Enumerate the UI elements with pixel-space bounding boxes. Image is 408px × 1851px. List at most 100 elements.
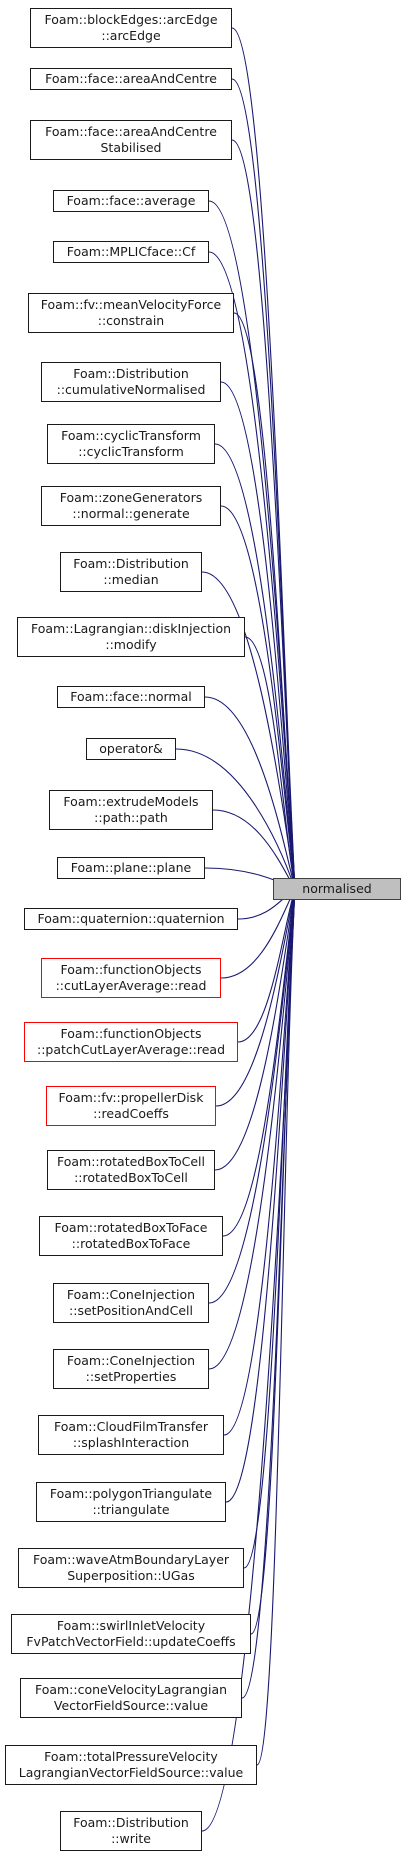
node-label: ::path::path	[94, 810, 168, 825]
call-edge	[208, 888, 296, 1304]
call-edge	[214, 443, 296, 890]
caller-node[interactable]: Foam::CloudFilmTransfer::splashInteracti…	[38, 1415, 224, 1455]
caller-node[interactable]: Foam::ConeInjection::setProperties	[53, 1349, 209, 1389]
node-label: Foam::MPLICface::Cf	[66, 244, 196, 259]
call-edge	[223, 888, 296, 1436]
node-label: ::readCoeffs	[93, 1106, 169, 1121]
node-label: Foam::extrudeModels	[63, 794, 199, 809]
caller-node[interactable]: Foam::face::normal	[57, 686, 205, 708]
node-label: ::arcEdge	[101, 28, 161, 43]
node-label: ::setPositionAndCell	[69, 1303, 193, 1318]
node-label: Foam::Lagrangian::diskInjection	[30, 621, 232, 636]
node-label: ::cumulativeNormalised	[56, 382, 206, 397]
call-edge	[233, 312, 296, 890]
node-label: ::setProperties	[85, 1369, 177, 1384]
node-label: Foam::face::average	[66, 193, 196, 208]
node-label: Foam::Distribution	[73, 556, 189, 571]
caller-node[interactable]: Foam::plane::plane	[57, 857, 205, 879]
call-edge	[222, 888, 296, 1237]
node-label: Foam::swirlInletVelocity	[56, 1618, 206, 1633]
node-label: ::triangulate	[92, 1502, 170, 1517]
node-label: Foam::totalPressureVelocity	[44, 1749, 218, 1764]
caller-node[interactable]: Foam::Lagrangian::diskInjection::modify	[17, 617, 245, 657]
node-label: ::median	[103, 572, 159, 587]
node-label: ::cyclicTransform	[78, 444, 184, 459]
node-label: ::constrain	[97, 313, 165, 328]
node-label: FvPatchVectorField::updateCoeffs	[26, 1634, 236, 1649]
node-label: ::patchCutLayerAverage::read	[36, 1042, 226, 1057]
call-edge	[243, 888, 296, 1569]
caller-node[interactable]: Foam::fv::meanVelocityForce::constrain	[28, 293, 234, 333]
caller-node[interactable]: Foam::rotatedBoxToCell::rotatedBoxToCell	[47, 1150, 215, 1190]
node-label: Foam::CloudFilmTransfer	[53, 1419, 209, 1434]
caller-node[interactable]: Foam::functionObjects::cutLayerAverage::…	[41, 958, 221, 998]
call-edge	[214, 888, 296, 1171]
caller-node[interactable]: operator&	[86, 738, 176, 760]
node-label: Foam::quaternion::quaternion	[37, 911, 225, 926]
caller-node[interactable]: Foam::zoneGenerators::normal::generate	[41, 486, 221, 526]
node-label: Foam::fv::meanVelocityForce	[40, 297, 222, 312]
caller-node[interactable]: Foam::MPLICface::Cf	[53, 241, 209, 263]
call-edge	[225, 888, 296, 1503]
node-label: Foam::face::areaAndCentre	[45, 124, 217, 139]
node-label: ::normal::generate	[72, 506, 190, 521]
node-label: Foam::blockEdges::arcEdge	[44, 12, 218, 27]
node-label: Foam::rotatedBoxToFace	[54, 1220, 208, 1235]
node-label: ::splashInteraction	[72, 1435, 190, 1450]
caller-node[interactable]: Foam::Distribution::cumulativeNormalised	[41, 362, 221, 402]
node-label: VectorFieldSource::value	[53, 1698, 209, 1713]
call-edge	[256, 888, 296, 1766]
caller-node[interactable]: Foam::Distribution::write	[60, 1811, 202, 1851]
call-edge	[220, 505, 296, 890]
call-edge	[231, 78, 296, 890]
node-label: ::cutLayerAverage::read	[55, 978, 207, 993]
node-label: LagrangianVectorFieldSource::value	[18, 1765, 244, 1780]
node-label: Foam::coneVelocityLagrangian	[34, 1682, 228, 1697]
caller-node[interactable]: Foam::ConeInjection::setPositionAndCell	[53, 1283, 209, 1323]
call-edge	[244, 636, 296, 890]
caller-node[interactable]: Foam::rotatedBoxToFace::rotatedBoxToFace	[39, 1216, 223, 1256]
caller-node[interactable]: Foam::extrudeModels::path::path	[49, 790, 213, 830]
caller-node[interactable]: Foam::Distribution::median	[60, 552, 202, 592]
node-label: Foam::face::areaAndCentre	[45, 71, 217, 86]
node-label: Superposition::UGas	[67, 1568, 195, 1583]
node-label: ::write	[111, 1831, 151, 1846]
call-edge	[231, 139, 296, 890]
caller-node[interactable]: Foam::polygonTriangulate::triangulate	[36, 1482, 226, 1522]
node-label: Foam::ConeInjection	[66, 1353, 196, 1368]
caller-node[interactable]: Foam::quaternion::quaternion	[24, 908, 238, 930]
caller-node[interactable]: Foam::face::areaAndCentre	[30, 68, 232, 90]
node-label: Foam::functionObjects	[60, 962, 202, 977]
call-edge	[204, 696, 296, 890]
call-edge	[175, 748, 296, 890]
node-label: Foam::functionObjects	[60, 1026, 202, 1041]
node-label: Foam::zoneGenerators	[59, 490, 203, 505]
node-label: ::rotatedBoxToFace	[71, 1236, 191, 1251]
caller-node[interactable]: Foam::face::average	[53, 190, 209, 212]
call-edge	[208, 888, 296, 1370]
node-label: Foam::face::normal	[70, 689, 192, 704]
node-label: ::rotatedBoxToCell	[74, 1170, 188, 1185]
node-label: ::modify	[105, 637, 157, 652]
caller-node[interactable]: Foam::cyclicTransform::cyclicTransform	[47, 424, 215, 464]
node-label: Foam::waveAtmBoundaryLayer	[32, 1552, 230, 1567]
node-label: Foam::cyclicTransform	[61, 428, 201, 443]
node-label: operator&	[99, 741, 163, 756]
caller-node[interactable]: Foam::functionObjects::patchCutLayerAver…	[24, 1022, 238, 1062]
caller-node[interactable]: Foam::fv::propellerDisk::readCoeffs	[46, 1086, 216, 1126]
call-edge	[237, 888, 296, 1043]
node-label: Stabilised	[100, 140, 162, 155]
node-normalised[interactable]: normalised	[273, 878, 401, 900]
node-label: Foam::polygonTriangulate	[49, 1486, 213, 1501]
node-label: Foam::Distribution	[73, 366, 189, 381]
caller-node[interactable]: Foam::blockEdges::arcEdge::arcEdge	[30, 8, 232, 48]
call-edge	[220, 381, 296, 890]
node-label: Foam::rotatedBoxToCell	[56, 1154, 205, 1169]
node-label: Foam::fv::propellerDisk	[58, 1090, 204, 1105]
